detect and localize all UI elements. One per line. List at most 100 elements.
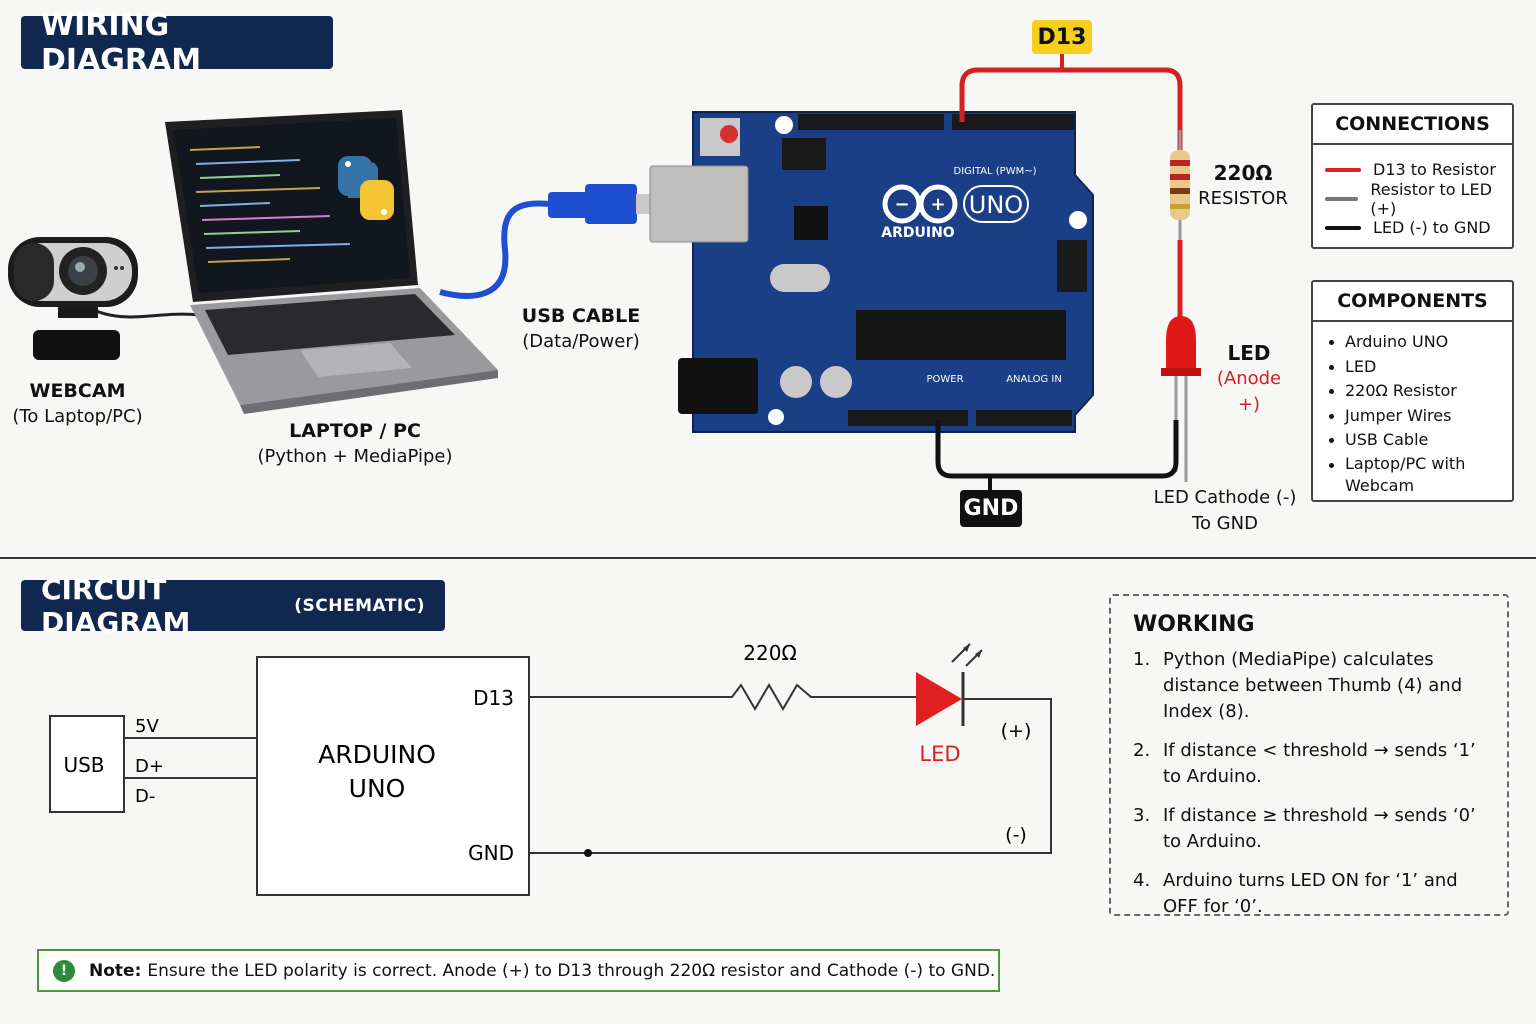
svg-text:−: − <box>894 194 909 215</box>
led-cathode-label: LED Cathode (-) To GND <box>1150 485 1300 537</box>
resistor-icon <box>1170 130 1190 318</box>
connections-panel: CONNECTIONS D13 to Resistor Resistor to … <box>1311 103 1514 249</box>
step-number: 3. <box>1133 805 1151 826</box>
component-item: Jumper Wires <box>1327 404 1512 429</box>
led-anode: (Anode +) <box>1216 368 1282 415</box>
d13-red-wire <box>959 67 1183 150</box>
components-panel: COMPONENTS Arduino UNO LED 220Ω Resistor… <box>1311 280 1514 502</box>
laptop-label: LAPTOP / PC (Python + MediaPipe) <box>240 418 470 470</box>
working-steps: 1. Python (MediaPipe) calculates distance… <box>1133 647 1493 920</box>
pin-dminus: D- <box>135 786 155 807</box>
pin-dplus: D+ <box>135 756 164 777</box>
working-step: 4. Arduino turns LED ON for ‘1’ and OFF f… <box>1133 868 1493 920</box>
schematic-led-label: LED <box>919 742 960 766</box>
step-text: Arduino turns LED ON for ‘1’ and OFF for… <box>1163 870 1458 917</box>
svg-text:+: + <box>930 194 945 215</box>
board-digital-text: DIGITAL (PWM~) <box>954 166 1037 177</box>
component-item: LED <box>1327 355 1512 380</box>
led-cathode-line2: To GND <box>1192 513 1258 534</box>
pin-5v: 5V <box>135 716 159 737</box>
step-number: 2. <box>1133 740 1151 761</box>
step-text: If distance ≥ threshold → sends ‘0’ to A… <box>1163 805 1476 852</box>
note-label: Note: <box>89 960 142 981</box>
circuit-schematic: USB 5V D+ D- ARDUINO UNO D13 GND 220Ω LE… <box>49 641 1052 896</box>
board-brand-text: ARDUINO <box>881 225 955 241</box>
component-item: USB Cable <box>1327 428 1512 453</box>
board-power-text: POWER <box>926 374 963 385</box>
python-logo-icon <box>338 156 394 220</box>
step-number: 1. <box>1133 649 1151 670</box>
webcam-sub: (To Laptop/PC) <box>12 406 143 427</box>
laptop-name: LAPTOP / PC <box>289 420 421 442</box>
legend-label: D13 to Resistor <box>1373 160 1496 179</box>
arduino-block <box>256 656 530 896</box>
led-symbol-icon <box>916 643 983 726</box>
wiring-title: WIRING DIAGRAM <box>41 7 202 78</box>
webcam-name: WEBCAM <box>29 380 126 402</box>
d13-pin-tag: D13 <box>1032 20 1092 54</box>
arduino-pin-gnd: GND <box>468 841 514 865</box>
working-panel: WORKING 1. Python (MediaPipe) calculates … <box>1109 594 1509 917</box>
legend-label: Resistor to LED (+) <box>1370 179 1492 218</box>
usb-block-label: USB <box>63 753 104 777</box>
components-title: COMPONENTS <box>1313 282 1512 322</box>
led-cathode-line1: LED Cathode (-) <box>1153 487 1297 508</box>
legend-swatch <box>1325 225 1361 230</box>
legend-item-black: LED (-) to GND <box>1313 213 1512 242</box>
laptop-sub: (Python + MediaPipe) <box>257 446 453 467</box>
legend-swatch <box>1325 167 1361 172</box>
working-step: 1. Python (MediaPipe) calculates distance… <box>1133 647 1493 725</box>
return-trace <box>529 698 1052 854</box>
working-step: 3. If distance ≥ threshold → sends ‘0’ to… <box>1133 803 1493 855</box>
circuit-title-banner: CIRCUIT DIAGRAM (SCHEMATIC) <box>21 573 445 639</box>
working-title: WORKING <box>1133 612 1255 637</box>
usb-cable-sub: (Data/Power) <box>522 331 640 352</box>
usb-cable-name: USB CABLE <box>521 305 641 327</box>
circuit-title-small: (SCHEMATIC) <box>294 595 425 616</box>
laptop-icon <box>165 110 498 414</box>
note-text: Ensure the LED polarity is correct. Anod… <box>147 960 996 981</box>
d13-trace <box>529 683 916 711</box>
legend-label: LED (-) to GND <box>1373 218 1491 237</box>
gnd-pin-tag: GND <box>960 490 1022 527</box>
components-list: Arduino UNO LED 220Ω Resistor Jumper Wir… <box>1313 330 1512 497</box>
webcam-icon <box>8 237 201 360</box>
arduino-board-icon: − + UNO ARDUINO DIGITAL (PWM~) POWER ANA… <box>649 111 1094 433</box>
component-item: Arduino UNO <box>1327 330 1512 355</box>
connections-legend: D13 to Resistor Resistor to LED (+) LED … <box>1313 145 1512 242</box>
step-number: 4. <box>1133 870 1151 891</box>
resistor-name: RESISTOR <box>1198 188 1288 209</box>
wiring-illustration: − + UNO ARDUINO DIGITAL (PWM~) POWER ANA… <box>0 52 1536 559</box>
legend-item-red: D13 to Resistor <box>1313 155 1512 184</box>
working-step: 2. If distance < threshold → sends ‘1’ to… <box>1133 738 1493 790</box>
arduino-pin-d13: D13 <box>473 686 514 710</box>
connections-title: CONNECTIONS <box>1313 105 1512 145</box>
led-label: LED (Anode +) <box>1204 340 1294 418</box>
legend-swatch <box>1325 196 1359 201</box>
gnd-junction <box>584 849 592 857</box>
wiring-title-banner: WIRING DIAGRAM <box>21 8 333 78</box>
resistor-label: 220Ω RESISTOR <box>1196 160 1290 212</box>
step-text: Python (MediaPipe) calculates distance b… <box>1163 649 1463 722</box>
plus-marker: (+) <box>1001 720 1032 742</box>
led-name: LED <box>1227 341 1271 365</box>
gnd-black-wire <box>935 420 1179 479</box>
component-item: 220Ω Resistor <box>1327 379 1512 404</box>
usb-block <box>49 715 125 813</box>
board-analog-text: ANALOG IN <box>1006 374 1062 385</box>
usb-cable-label: USB CABLE (Data/Power) <box>516 303 646 355</box>
webcam-label: WEBCAM (To Laptop/PC) <box>10 378 145 430</box>
minus-marker: (-) <box>1005 824 1027 846</box>
arduino-block-line2: UNO <box>349 774 406 803</box>
schematic-resistor-label: 220Ω <box>743 641 796 665</box>
component-item: Laptop/PC with Webcam <box>1327 453 1512 497</box>
info-icon: ! <box>53 959 75 982</box>
legend-item-gray: Resistor to LED (+) <box>1313 180 1512 218</box>
led-icon <box>1161 316 1201 482</box>
resistor-value: 220Ω <box>1213 161 1273 185</box>
circuit-title: CIRCUIT DIAGRAM <box>41 572 191 639</box>
board-logo-text: UNO <box>969 191 1023 219</box>
note-bar: ! Note: Ensure the LED polarity is corre… <box>37 949 1000 992</box>
arduino-block-line1: ARDUINO <box>318 740 436 769</box>
step-text: If distance < threshold → sends ‘1’ to A… <box>1163 740 1476 787</box>
